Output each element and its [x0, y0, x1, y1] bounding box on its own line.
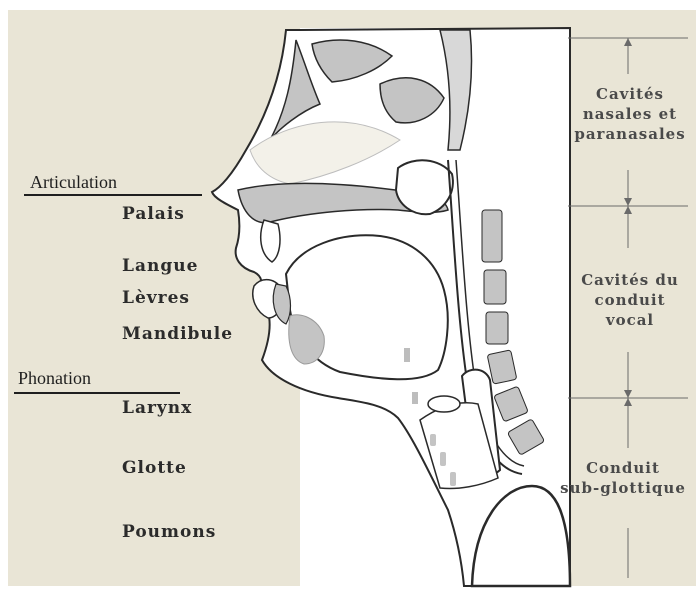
glottis — [428, 396, 460, 412]
group-heading-articulation: Articulation — [30, 172, 117, 193]
section-vocal-line-1: Cavités du — [566, 270, 694, 290]
label-poumons: Poumons — [122, 522, 216, 542]
section-vocal-line-3: vocal — [566, 310, 694, 330]
thyroid-fragment — [412, 392, 418, 404]
label-langue: Langue — [122, 256, 198, 276]
label-larynx: Larynx — [122, 398, 192, 418]
section-nasal-line-3: paranasales — [566, 124, 694, 144]
section-vocal-tract: Cavités du conduit vocal — [566, 270, 694, 330]
group-heading-phonation: Phonation — [18, 368, 91, 389]
label-levres: Lèvres — [122, 288, 190, 308]
phonation-rule — [14, 392, 180, 394]
section-nasal-line-1: Cavités — [566, 84, 694, 104]
section-nasal-line-2: nasales et — [566, 104, 694, 124]
section-subglottic: Conduit sub-glottique — [552, 458, 694, 498]
section-nasal-cavities: Cavités nasales et paranasales — [566, 84, 694, 144]
section-subglottic-line-1: Conduit — [552, 458, 694, 478]
label-mandibule: Mandibule — [122, 324, 233, 344]
articulation-rule — [24, 194, 202, 196]
label-palais: Palais — [122, 204, 185, 224]
hyoid-bone — [404, 348, 410, 362]
section-subglottic-line-2: sub-glottique — [552, 478, 694, 498]
section-vocal-line-2: conduit — [566, 290, 694, 310]
label-glotte: Glotte — [122, 458, 187, 478]
